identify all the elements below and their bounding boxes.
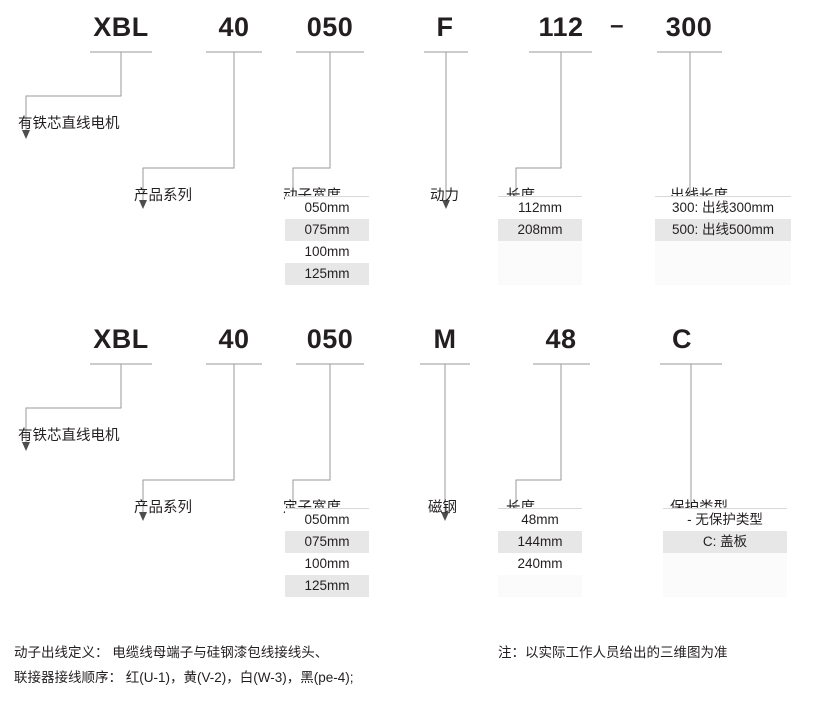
descriptor-label: 动力	[430, 188, 459, 204]
option-row-spacer	[498, 241, 582, 263]
option-row-spacer	[655, 241, 791, 263]
code-token: XBL	[93, 12, 149, 42]
option-row[interactable]: 125mm	[285, 263, 369, 285]
footer-line-1: 动子出线定义： 电缆线母端子与硅钢漆包线接线头、	[14, 645, 329, 660]
leader-40	[142, 52, 235, 200]
code-token: C	[672, 324, 692, 354]
option-row[interactable]: 125mm	[285, 575, 369, 597]
footer-line-2: 联接器接线顺序： 红(U-1)，黄(V-2)，白(W-3)，黑(pe-4);	[14, 670, 354, 685]
option-row[interactable]: 208mm	[498, 219, 582, 241]
option-row[interactable]: 100mm	[285, 241, 369, 263]
option-row-spacer	[663, 553, 787, 575]
option-row[interactable]: - 无保护类型	[663, 509, 787, 531]
option-row-spacer	[498, 575, 582, 597]
leader-050	[292, 52, 331, 200]
footer-note-text: 注：以实际工作人员给出的三维图为准	[498, 645, 728, 660]
option-row[interactable]: 050mm	[285, 197, 369, 219]
option-row[interactable]: 144mm	[498, 531, 582, 553]
code-token: M	[433, 324, 457, 354]
option-row-spacer	[663, 575, 787, 597]
leader-112	[515, 52, 562, 200]
code-token: 050	[306, 12, 354, 42]
code-token: XBL	[93, 324, 149, 354]
descriptor-label: 有铁芯直线电机	[18, 116, 120, 132]
option-row[interactable]: 300: 出线300mm	[655, 197, 791, 219]
code-token: 050	[306, 324, 354, 354]
option-row[interactable]: 100mm	[285, 553, 369, 575]
descriptor-label: 产品系列	[134, 500, 192, 516]
option-row-spacer	[655, 263, 791, 285]
option-row-spacer	[498, 263, 582, 285]
option-row[interactable]: 48mm	[498, 509, 582, 531]
option-row[interactable]: 050mm	[285, 509, 369, 531]
descriptor-label: 有铁芯直线电机	[18, 428, 120, 444]
option-row[interactable]: 075mm	[285, 219, 369, 241]
option-row[interactable]: 075mm	[285, 531, 369, 553]
option-row[interactable]: 240mm	[498, 553, 582, 575]
footer-note-wiring: 动子出线定义： 电缆线母端子与硅钢漆包线接线头、 联接器接线顺序： 红(U-1)…	[14, 640, 354, 690]
descriptor-label: 产品系列	[134, 188, 192, 204]
code-token: 112	[538, 12, 584, 42]
code-token: 300	[665, 12, 713, 42]
code-token: 40	[218, 324, 250, 354]
code-token: 48	[545, 324, 577, 354]
leader-050	[292, 364, 331, 512]
leader-40	[142, 364, 235, 512]
option-row[interactable]: C: 盖板	[663, 531, 787, 553]
footer-note-disclaimer: 注：以实际工作人员给出的三维图为准	[498, 640, 728, 665]
code-token: F	[436, 12, 454, 42]
code-token: –	[610, 12, 624, 39]
descriptor-label: 磁钢	[428, 500, 457, 516]
leader-48	[515, 364, 562, 512]
option-row[interactable]: 112mm	[498, 197, 582, 219]
code-token: 40	[218, 12, 250, 42]
option-row[interactable]: 500: 出线500mm	[655, 219, 791, 241]
